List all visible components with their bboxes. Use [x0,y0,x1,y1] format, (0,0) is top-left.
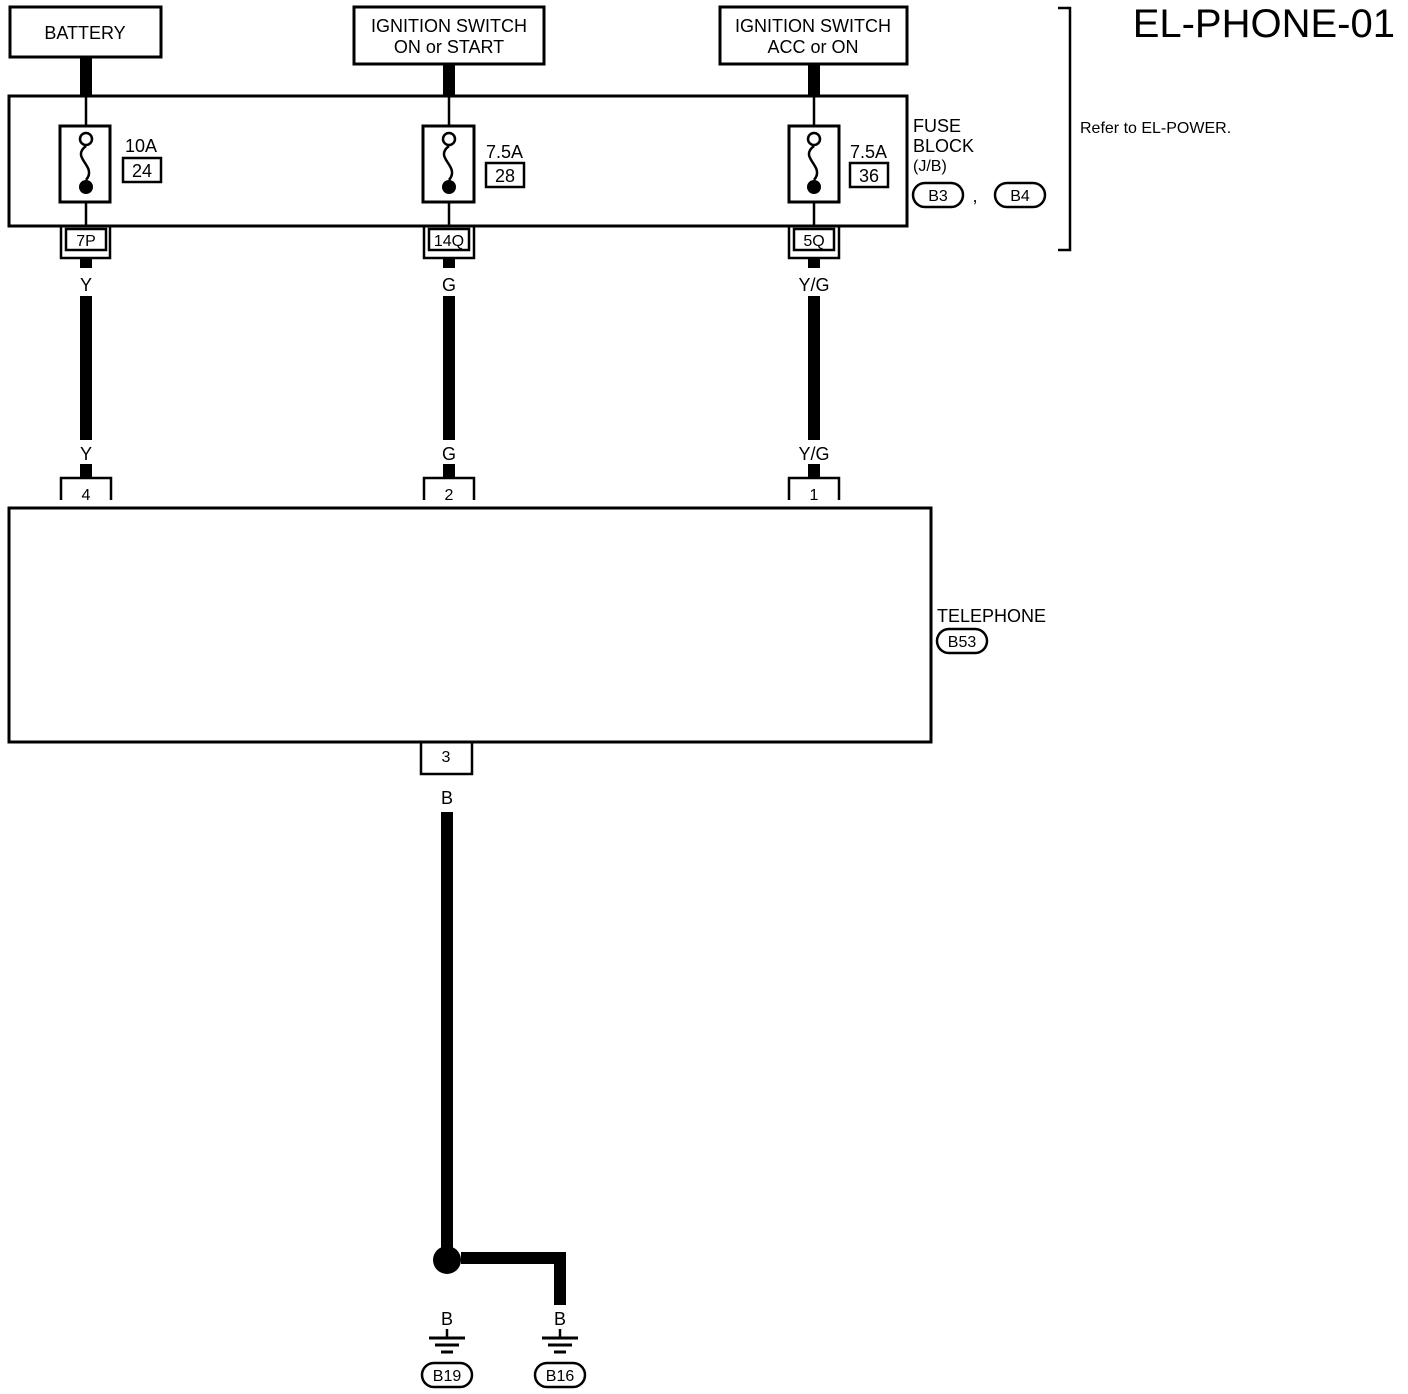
ground-b19: B B19 [420,1309,474,1389]
fuse-2-number: 28 [495,166,515,186]
source-ignition-on-start: IGNITION SWITCH ON or START [352,5,546,66]
telephone-pin-4-label: 4 [82,487,91,504]
telephone-pin-4: 4 [59,476,113,504]
telephone-pin-3-label: 3 [442,749,451,766]
terminal-7p-label: 7P [76,233,96,250]
terminal-5q: 5Q [787,226,841,260]
ground-b19-connector: B19 [433,1368,462,1385]
wire-color-bottom-2: G [442,444,456,464]
source-battery: BATTERY [8,5,163,59]
telephone-connector: B53 [948,634,977,651]
fuse-1-number: 24 [132,161,152,181]
fuse-block-connector-b4: B4 [1010,188,1030,205]
wire-color-top-1: Y [80,275,92,295]
fuse-7-5a-28: 7.5A 28 [421,96,526,226]
fuse-block-label: FUSE BLOCK (J/B) B3 , B4 [911,116,1047,209]
fuse-block-connector-b3: B3 [928,188,948,205]
telephone-pin-3: 3 [419,742,474,776]
telephone-label: TELEPHONE [937,606,1046,626]
telephone-unit [7,506,933,744]
terminal-7p: 7P [59,226,112,260]
ground-b16-wire: B [554,1309,566,1329]
fuse-block-connector-separator: , [972,186,977,206]
wire-color-top-2: G [442,275,456,295]
terminal-14q: 14Q [422,226,476,260]
telephone-pin-1-label: 1 [810,487,819,504]
fuse-block-label-line1: FUSE [913,116,961,136]
fuse-10a: 10A 24 [58,96,163,226]
ground-wire-color: B [441,788,453,808]
fuse-7-5a-36: 7.5A 36 [787,96,890,226]
fuse-block-label-line2: BLOCK [913,136,974,156]
wire-color-bottom-1: Y [80,444,92,464]
telephone-pin-2: 2 [422,476,476,504]
telephone-pin-1: 1 [787,476,841,504]
power-bracket [1058,6,1072,252]
source-ignition-on-start-line2: ON or START [394,37,504,57]
telephone-pin-2-label: 2 [445,487,454,504]
fuse-1-amps: 10A [125,136,157,156]
terminal-14q-label: 14Q [434,233,464,250]
source-ignition-acc-on-line2: ACC or ON [767,37,858,57]
reference-note: Refer to EL-POWER. [1080,120,1231,137]
fuse-block-label-line3: (J/B) [913,158,947,175]
fuse-3-amps: 7.5A [850,142,887,162]
fuse-3-number: 36 [859,166,879,186]
ground-b16: B B16 [533,1309,587,1389]
source-ignition-on-start-line1: IGNITION SWITCH [371,16,527,36]
splice-point [433,1246,461,1274]
source-ignition-acc-on-line1: IGNITION SWITCH [735,16,891,36]
ground-b19-wire: B [441,1309,453,1329]
terminal-5q-label: 5Q [803,233,824,250]
wire-color-bottom-3: Y/G [798,444,829,464]
wire-color-top-3: Y/G [798,275,829,295]
diagram-title: EL-PHONE-01 [1133,2,1395,46]
fuse-2-amps: 7.5A [486,142,523,162]
ground-b16-connector: B16 [546,1368,575,1385]
ground-branch-wire [461,1252,566,1305]
source-battery-label: BATTERY [44,23,125,43]
source-ignition-acc-on: IGNITION SWITCH ACC or ON [718,5,909,66]
